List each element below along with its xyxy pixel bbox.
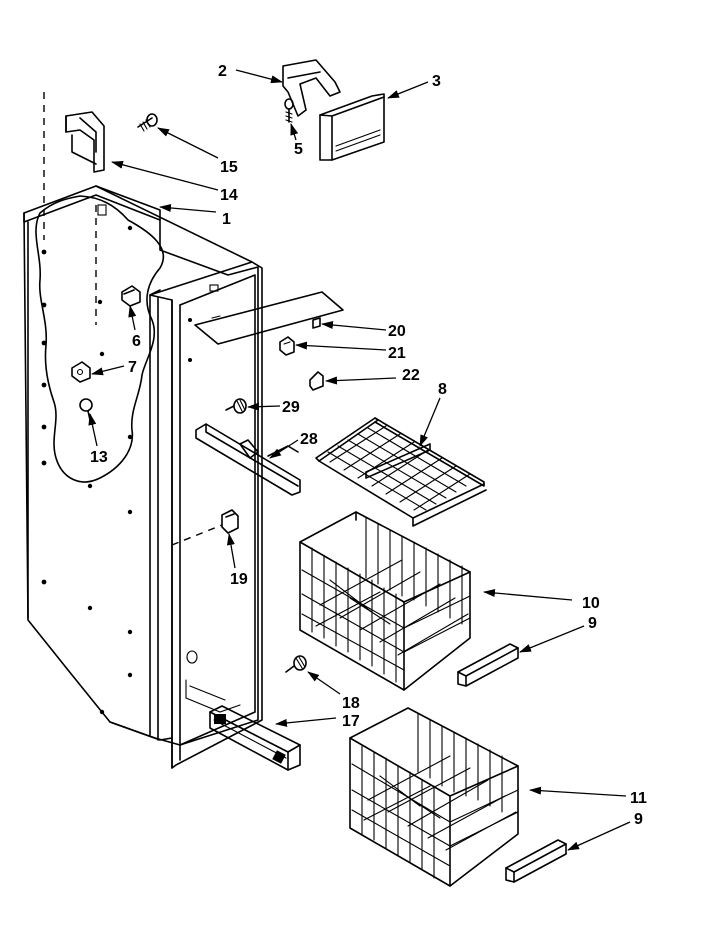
part-20-clip — [312, 317, 321, 329]
callout-19: 19 — [230, 571, 248, 588]
callout-9-top: 9 — [588, 615, 597, 632]
rail-part-28 — [195, 423, 301, 496]
arrow-9-bottom — [567, 821, 631, 851]
screw-part-15 — [137, 113, 158, 132]
arrow-1 — [159, 203, 217, 213]
callout-9-bottom: 9 — [634, 811, 643, 828]
bracket-part-14 — [65, 111, 105, 173]
arrow-9-top — [519, 625, 585, 653]
arrow-6 — [128, 305, 137, 331]
freezer-liner — [23, 92, 263, 769]
callout-5: 5 — [294, 141, 303, 158]
arrow-20 — [321, 321, 387, 331]
callout-8: 8 — [438, 381, 447, 398]
arrow-7 — [91, 365, 125, 376]
arrow-29 — [247, 402, 281, 411]
arrow-5 — [290, 123, 299, 141]
part-22-clip — [309, 371, 324, 391]
callout-2: 2 — [218, 63, 227, 80]
arrow-21 — [295, 341, 387, 351]
wire-shelf-part-8 — [315, 417, 487, 527]
callout-18: 18 — [342, 695, 360, 712]
arrow-8 — [419, 397, 441, 447]
callout-7: 7 — [128, 359, 137, 376]
arrow-2 — [235, 69, 283, 84]
arrow-19 — [226, 533, 236, 569]
clip-part-6 — [121, 285, 141, 307]
wire-basket-part-11 — [349, 707, 519, 887]
arrow-18 — [307, 671, 341, 695]
screw-part-18 — [285, 655, 307, 673]
arrow-13 — [88, 413, 98, 447]
trim-part-17 — [209, 705, 301, 771]
wire-basket-part-10 — [299, 511, 471, 691]
arrow-11 — [529, 786, 627, 797]
insulation-outline — [35, 195, 165, 483]
callout-10: 10 — [582, 595, 600, 612]
callout-14: 14 — [220, 187, 238, 204]
arrow-3 — [387, 81, 429, 99]
screw-part-29 — [225, 398, 247, 414]
arrow-14 — [111, 160, 219, 191]
leader-arrows — [88, 69, 631, 851]
part-21-clip — [279, 336, 295, 356]
clip-part-7 — [71, 361, 91, 383]
arrow-15 — [157, 127, 219, 159]
callout-13: 13 — [90, 449, 108, 466]
arrow-10 — [483, 589, 573, 601]
screw-part-5 — [284, 98, 294, 123]
callout-29: 29 — [282, 399, 300, 416]
hinge-part-2 — [282, 59, 341, 117]
arrow-17 — [275, 717, 337, 727]
callout-21: 21 — [388, 345, 406, 362]
panel-plate — [194, 291, 344, 345]
clip-part-19 — [221, 509, 239, 534]
callout-22: 22 — [402, 367, 420, 384]
callout-15: 15 — [220, 159, 238, 176]
arrow-22 — [325, 376, 397, 385]
callout-28: 28 — [300, 431, 318, 448]
callout-20: 20 — [388, 323, 406, 340]
basket-handle-part-9-top — [457, 643, 519, 687]
callout-3: 3 — [432, 73, 441, 90]
callout-labels: 1 2 3 5 6 7 8 9 9 10 11 13 14 15 17 18 1… — [90, 63, 647, 828]
arrow-28 — [269, 439, 299, 459]
callout-11: 11 — [630, 790, 647, 807]
callout-17: 17 — [342, 713, 360, 730]
cover-part-3 — [319, 93, 385, 161]
callout-1: 1 — [222, 211, 231, 228]
basket-handle-part-9-bottom — [505, 839, 567, 883]
callout-6: 6 — [132, 333, 141, 350]
